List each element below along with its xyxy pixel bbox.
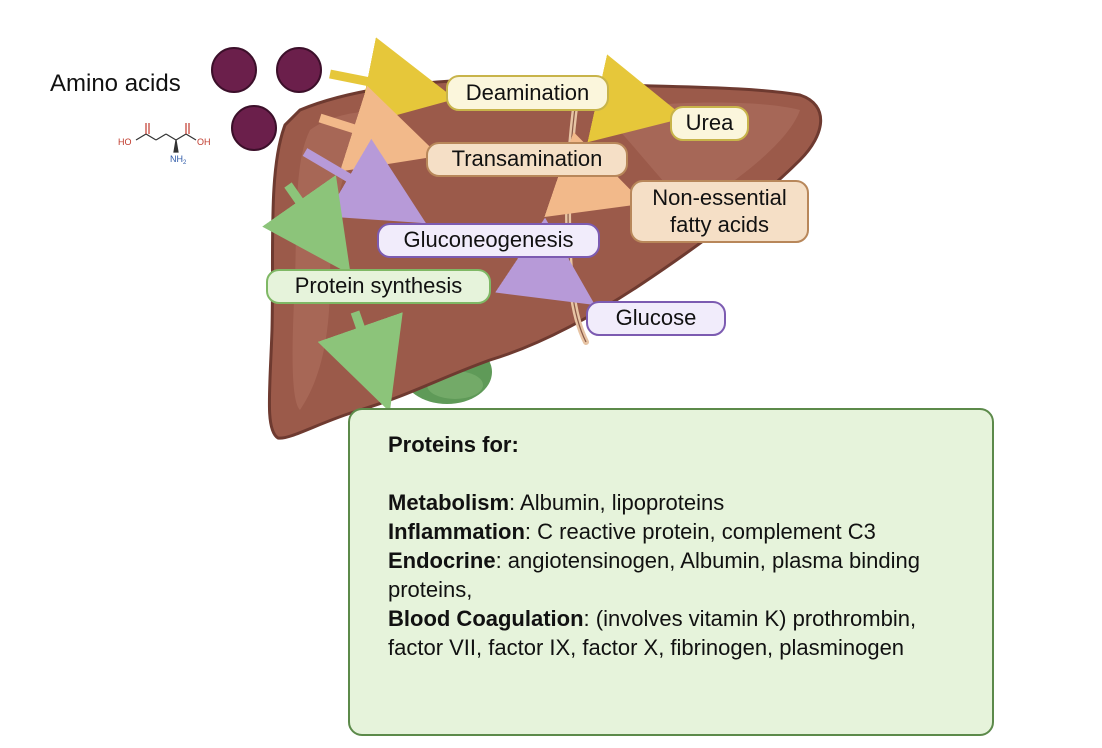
glucose-label: Glucose — [586, 301, 726, 336]
transamination-label: Transamination — [426, 142, 628, 177]
protein-synthesis-label: Protein synthesis — [266, 269, 491, 304]
arrow-transamination-to-fatty-acids — [544, 131, 645, 218]
protein-item-blood-coagulation: Blood Coagulation: (involves vitamin K) … — [388, 604, 954, 662]
proteins-heading: Proteins for: — [388, 432, 519, 457]
protein-text: : (involves vitamin K) prothrombin, fact… — [388, 606, 917, 660]
protein-category: Metabolism — [388, 490, 510, 515]
amino-acid-dot — [211, 47, 257, 93]
protein-text: : C reactive protein, complement C3 — [524, 519, 876, 544]
protein-item-inflammation: Inflammation: C reactive protein, comple… — [388, 517, 954, 546]
arrow-deamination-to-urea — [587, 54, 686, 143]
protein-text: : Albumin, lipoproteins — [509, 490, 725, 515]
urea-label: Urea — [670, 106, 749, 141]
molecule-label-ho: HO — [118, 137, 132, 147]
non-essential-line2: fatty acids — [669, 211, 770, 237]
protein-category: Inflammation — [388, 519, 525, 544]
glutamate-structure — [135, 123, 197, 153]
amino-acids-label: Amino acids — [50, 70, 181, 97]
arrow-gluconeogenesis-to-glucose — [495, 217, 595, 305]
molecule-label-nh: NH2 — [170, 154, 187, 166]
arrow-amino-to-protein-synthesis — [262, 174, 351, 275]
protein-category: Blood Coagulation — [388, 606, 584, 631]
protein-item-endocrine: Endocrine: angiotensinogen, Albumin, pla… — [388, 546, 954, 604]
deamination-label: Deamination — [446, 75, 609, 111]
protein-category: Endocrine — [388, 548, 496, 573]
gluconeogenesis-label: Gluconeogenesis — [377, 223, 600, 258]
amino-acid-dot — [231, 105, 277, 151]
protein-text: : angiotensinogen, Albumin, plasma bindi… — [388, 548, 920, 602]
proteins-box: Proteins for: Metabolism: Albumin, lipop… — [348, 408, 994, 736]
molecule-label-oh: OH — [197, 137, 211, 147]
arrow-protein-synthesis-to-proteins — [317, 310, 403, 412]
non-essential-fatty-acids-label: Non-essential fatty acids — [630, 180, 809, 243]
protein-item-metabolism: Metabolism: Albumin, lipoproteins — [388, 488, 954, 517]
amino-acid-dot — [276, 47, 322, 93]
non-essential-line1: Non-essential — [652, 185, 787, 211]
